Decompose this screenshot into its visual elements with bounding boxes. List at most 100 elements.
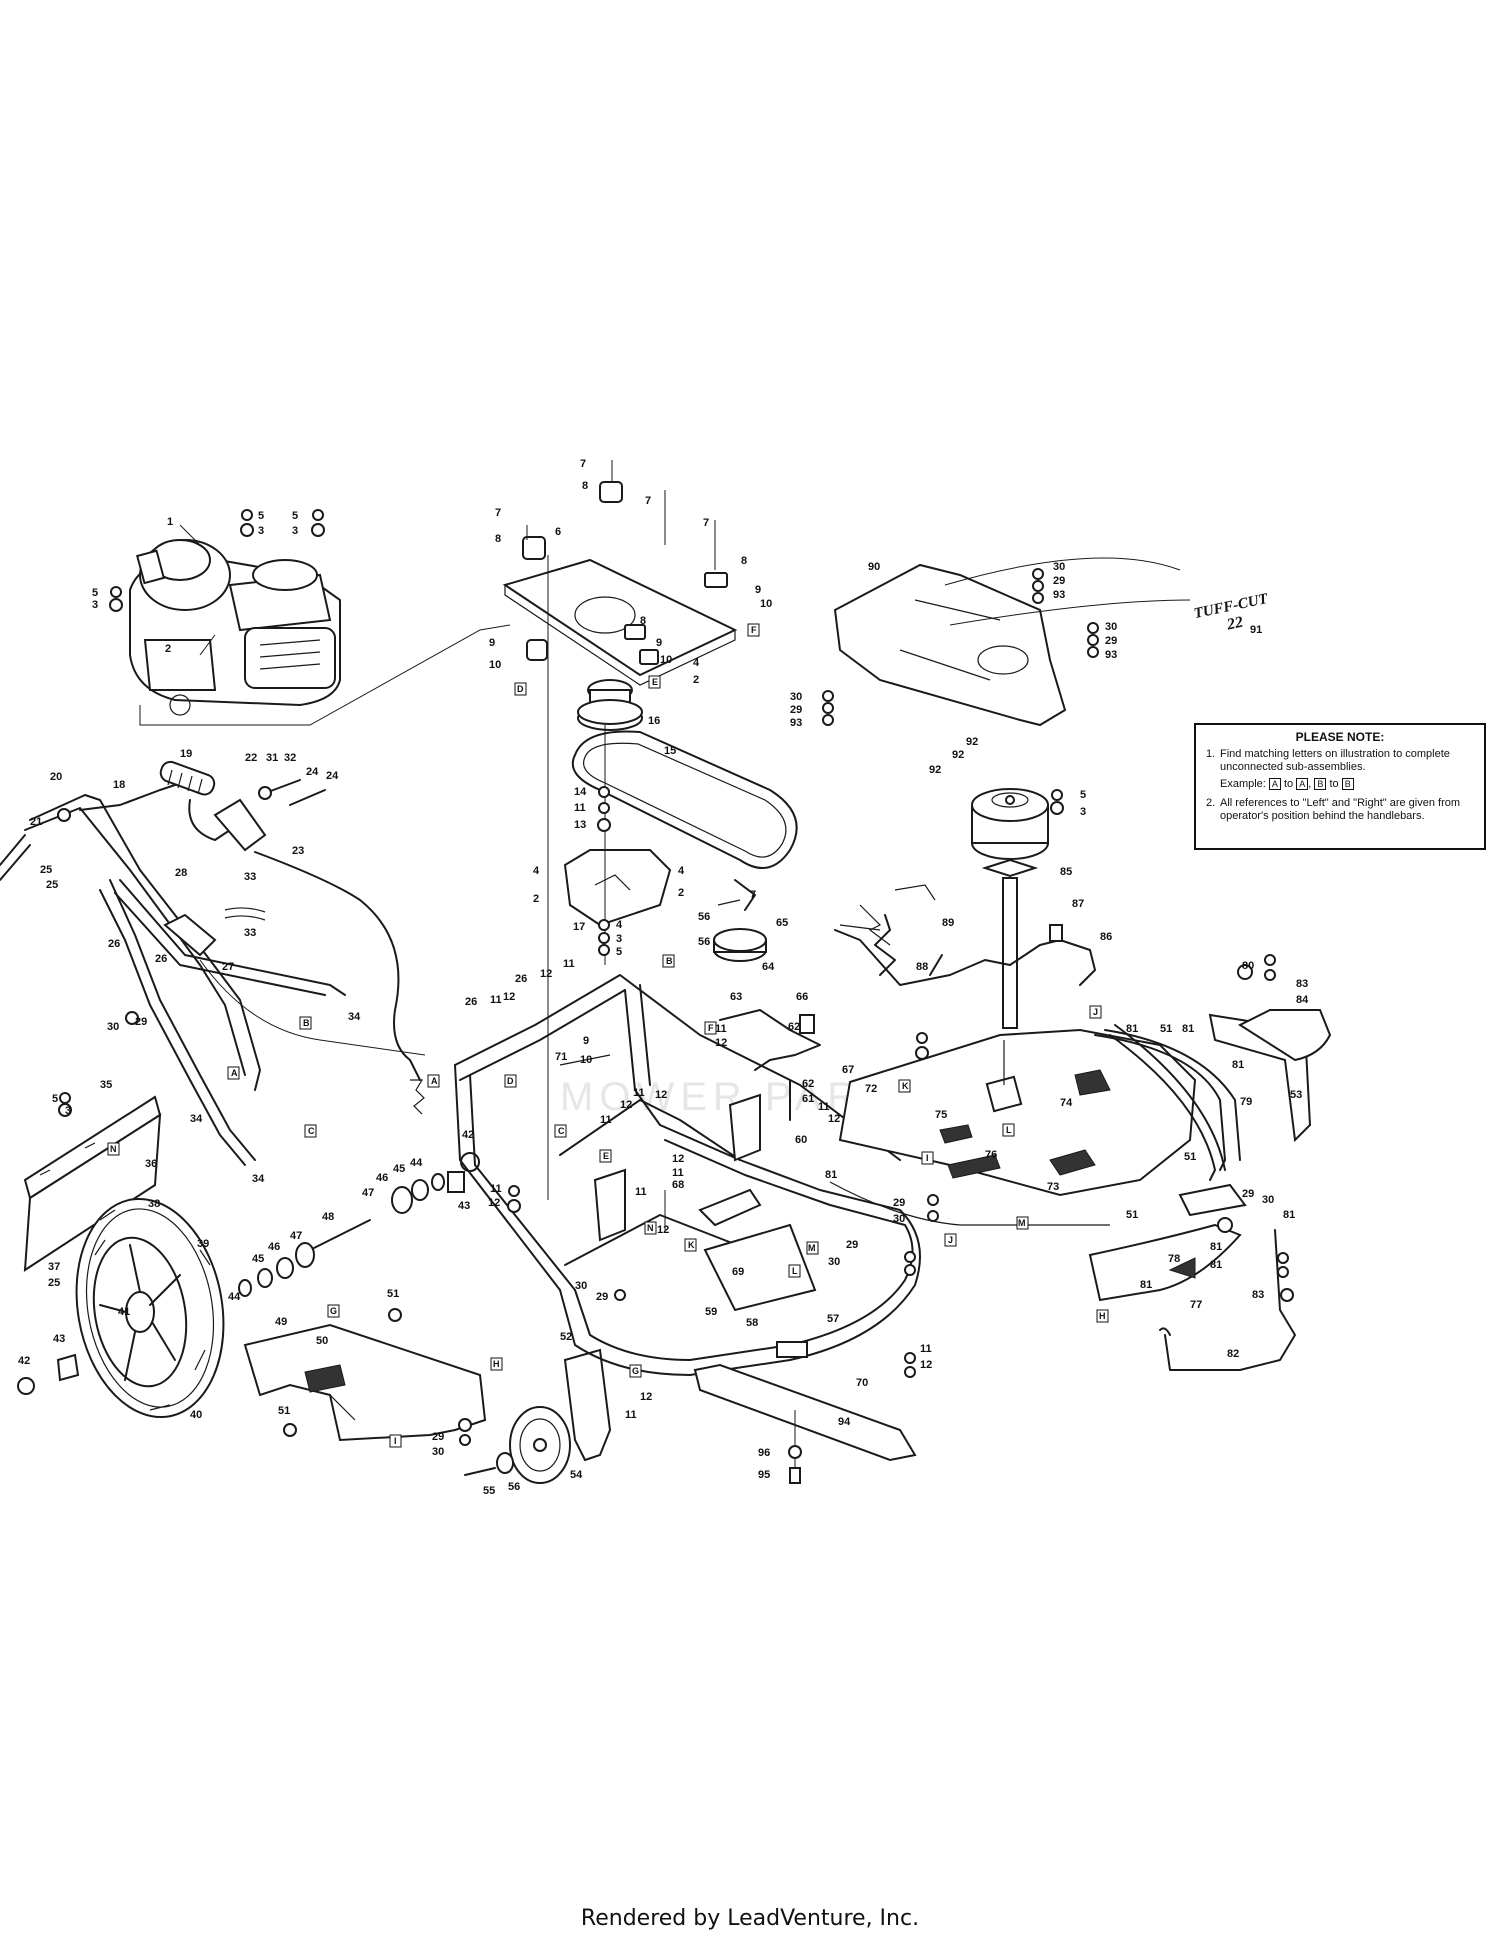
callout-33b: 33 xyxy=(244,927,256,939)
callout-58: 58 xyxy=(746,1317,758,1329)
callout-28: 28 xyxy=(175,867,187,879)
callout-2c: 2 xyxy=(533,893,539,905)
callout-69: 69 xyxy=(732,1266,744,1278)
callout-92: 92 xyxy=(966,736,978,748)
callout-46: 46 xyxy=(268,1241,280,1253)
right-deflectors xyxy=(1088,1009,1332,1371)
example-box-b1: B xyxy=(1314,778,1327,790)
ref-G: G xyxy=(330,1306,337,1316)
callout-27: 27 xyxy=(222,961,234,973)
example-box-b2: B xyxy=(1341,778,1354,790)
example-box-a1: A xyxy=(1268,778,1281,790)
callout-81d: 81 xyxy=(1210,1241,1222,1253)
engine-pulley xyxy=(577,679,643,731)
callout-93c: 93 xyxy=(790,717,802,729)
callout-16: 16 xyxy=(648,715,660,727)
callout-53: 53 xyxy=(1290,1089,1302,1101)
callout-63: 63 xyxy=(730,991,742,1003)
callout-62b: 62 xyxy=(802,1078,814,1090)
callout-57: 57 xyxy=(827,1313,839,1325)
example-to-2: to xyxy=(1329,778,1339,790)
note-item-1: 1. Find matching letters on illustration… xyxy=(1206,748,1474,774)
callout-12: 12 xyxy=(640,1391,652,1403)
callout-4: 4 xyxy=(693,657,700,669)
callout-7d: 7 xyxy=(703,517,709,529)
callout-51: 51 xyxy=(387,1288,399,1300)
callout-83b: 83 xyxy=(1252,1289,1264,1301)
callout-38: 38 xyxy=(148,1198,160,1210)
ref-B: B xyxy=(666,956,673,966)
callout-94: 94 xyxy=(838,1416,851,1428)
callout-18: 18 xyxy=(113,779,125,791)
ref-K: K xyxy=(688,1240,695,1250)
engine-leaders xyxy=(139,524,511,726)
engine-mount-plate xyxy=(502,460,738,686)
callout-34: 34 xyxy=(348,1011,361,1023)
callout-4d: 4 xyxy=(616,919,623,931)
callout-78: 78 xyxy=(1168,1253,1180,1265)
callout-30g: 30 xyxy=(893,1213,905,1225)
ref-D2: D xyxy=(507,1076,514,1086)
ref-A2: A xyxy=(431,1076,438,1086)
callout-14: 14 xyxy=(574,786,587,798)
callout-62: 62 xyxy=(788,1021,800,1033)
example-prefix: Example: xyxy=(1220,778,1266,790)
control-bail xyxy=(159,760,326,852)
callout-12j: 12 xyxy=(503,991,515,1003)
callout-5: 5 xyxy=(258,510,264,522)
callout-3b: 3 xyxy=(292,525,298,537)
callout-32: 32 xyxy=(284,752,296,764)
callout-30e: 30 xyxy=(1105,621,1117,633)
callout-10b: 10 xyxy=(760,598,772,610)
callout-11e: 11 xyxy=(672,1167,684,1179)
callout-7: 7 xyxy=(580,458,586,470)
callout-74: 74 xyxy=(1060,1097,1073,1109)
callout-41: 41 xyxy=(118,1306,130,1318)
callout-19: 19 xyxy=(180,748,192,760)
callout-8b: 8 xyxy=(495,533,501,545)
callout-81h: 81 xyxy=(825,1169,837,1181)
ref-I: I xyxy=(926,1153,929,1163)
callout-92c: 92 xyxy=(929,764,941,776)
rear-wheel xyxy=(17,1197,225,1419)
front-caster xyxy=(464,1348,612,1484)
callout-75: 75 xyxy=(935,1109,947,1121)
callout-50: 50 xyxy=(316,1335,328,1347)
callout-8c: 8 xyxy=(741,555,747,567)
ref-J2: J xyxy=(1093,1007,1098,1017)
example-separator: , xyxy=(1308,778,1312,790)
ref-E: E xyxy=(652,677,658,687)
callout-29b: 29 xyxy=(432,1431,444,1443)
callout-29f: 29 xyxy=(790,704,802,716)
callout-10d: 10 xyxy=(580,1054,592,1066)
callout-48: 48 xyxy=(322,1211,334,1223)
ref-M2: M xyxy=(1018,1218,1026,1228)
callout-55: 55 xyxy=(483,1485,495,1497)
callout-25c: 25 xyxy=(48,1277,60,1289)
callout-1: 1 xyxy=(167,516,173,528)
ref-I2: I xyxy=(394,1436,397,1446)
callout-81: 81 xyxy=(1126,1023,1138,1035)
callout-88: 88 xyxy=(916,961,928,973)
ref-F: F xyxy=(751,625,757,635)
callout-25b: 25 xyxy=(46,879,58,891)
callout-51d: 51 xyxy=(1184,1151,1196,1163)
ref-K2: K xyxy=(902,1081,909,1091)
note-example: Example: A to A, B to B xyxy=(1220,778,1474,791)
callout-5d: 5 xyxy=(616,946,622,958)
axle-parts xyxy=(238,1152,480,1297)
note-item-2-text: All references to "Left" and "Right" are… xyxy=(1220,797,1461,822)
callout-11: 11 xyxy=(574,802,586,814)
callout-11l: 11 xyxy=(563,958,575,970)
callout-45b: 45 xyxy=(393,1163,405,1175)
ref-H2: H xyxy=(1099,1311,1106,1321)
callout-44b: 44 xyxy=(410,1157,423,1169)
callout-4b: 4 xyxy=(533,865,540,877)
callout-71: 71 xyxy=(555,1051,567,1063)
callout-2: 2 xyxy=(165,643,171,655)
callout-12d: 12 xyxy=(672,1153,684,1165)
callout-26d: 26 xyxy=(515,973,527,985)
logo-line2: 22 xyxy=(1224,614,1244,634)
callout-3f: 3 xyxy=(1080,806,1086,818)
